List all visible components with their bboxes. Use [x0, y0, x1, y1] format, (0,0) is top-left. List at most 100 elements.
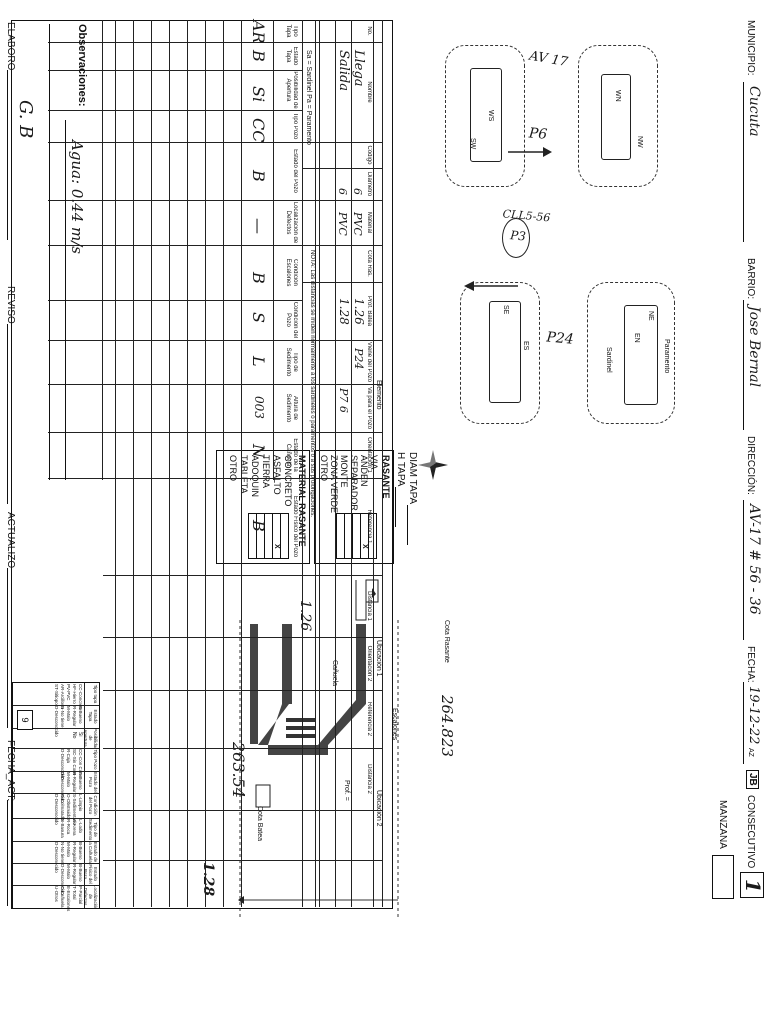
val-tipo-sed: L — [249, 356, 268, 367]
right-wall-slope — [258, 700, 292, 745]
step-1 — [286, 718, 316, 722]
arrow-head-left — [543, 147, 552, 157]
col-no: No. — [366, 26, 372, 36]
legend-c3: Si No — [71, 732, 83, 739]
reviso-label: REVISO — [5, 286, 16, 324]
legend-h1: Estado Tapa — [88, 709, 98, 724]
row2-nombre: Salida — [336, 50, 351, 92]
diam-tapa-label: DIAM TAPA — [407, 452, 418, 505]
consecutivo-prefix: JB — [746, 770, 759, 789]
legend-h6: Tipo de Sedimento — [88, 818, 98, 841]
fecha-act-field[interactable] — [7, 800, 20, 906]
val-estado-fisico: B — [249, 520, 268, 532]
diam-tapa-field[interactable] — [407, 505, 420, 545]
ubicacion2-title: Ubicación 2 — [375, 790, 382, 827]
row1-material: PVC — [351, 212, 364, 236]
legend-h9: Localización de Defectos — [83, 885, 98, 908]
legend-c5: B-Bueno R-Regular M-Malo D-Desconocido — [60, 772, 83, 803]
val-estado-tapa: B — [249, 50, 268, 62]
row1-nombre: Llega — [351, 50, 366, 87]
table-row[interactable]: Llega 6 PVC 1.26 P24 — [351, 42, 366, 882]
elaboro-field[interactable]: G. B — [7, 70, 36, 240]
legend-c2: B-Bueno R-Regular M-Malo N-No tiene D-De… — [54, 706, 83, 737]
col-escalones: Condición Escalones — [285, 258, 298, 287]
legend-h8: Estado Físico del Pozo — [83, 864, 98, 884]
col-defectos: Localización de Defectos — [285, 201, 298, 244]
col-cota-ras: Cota Ras. — [366, 250, 372, 277]
arrow-head-right — [464, 281, 474, 291]
actualizo-label: ACTUALIZO — [5, 512, 16, 569]
outlet-pipe — [255, 784, 271, 808]
h-tapa-field[interactable] — [395, 487, 408, 527]
val-apertura: Si — [249, 86, 268, 103]
inlet-pipe — [365, 579, 379, 603]
col-orient2: Orientación 2 — [366, 645, 372, 682]
legend-h0: Tipo tapa — [93, 684, 98, 704]
table-row[interactable]: Salida 6 PVC 1.28 P7 6 — [336, 42, 351, 882]
col-orient1: Orientación 1 — [366, 437, 372, 473]
consecutivo-box[interactable]: 1 — [740, 872, 765, 898]
observaciones-line-2[interactable] — [49, 24, 60, 480]
val-canuela: N — [249, 444, 268, 458]
col-estado-fisico: Estado Físico del Pozo — [292, 495, 298, 558]
fecha-suffix: AZ — [747, 748, 754, 757]
col-ref2: Referencia 2 — [366, 701, 372, 737]
col-altura-sed: Altura de Sedimento — [285, 393, 298, 423]
legend-c9: B-Bueno R-Regular M-Malo D-Desconocido — [60, 864, 83, 895]
manhole-profile — [238, 579, 399, 920]
val-estado-pozo: B — [249, 170, 268, 182]
fecha-label: FECHA: — [745, 646, 756, 683]
col-estado-tapa: Estado Tapa — [285, 46, 298, 66]
col-dist2: Distancia 2 — [366, 764, 372, 794]
row2-prof: 1.28 — [337, 298, 351, 325]
sardinel-paramento-label: Sa = Sardinel Pa = Paramento — [305, 50, 312, 145]
legend-c10: P-Parcial T-Total E-Escalones C-Cañuela … — [54, 886, 83, 912]
col-codigo: Código — [366, 145, 372, 165]
val-defectos: — — [249, 218, 268, 234]
cota-rasante-value: 264.823 — [438, 695, 456, 758]
consecutivo-value: 1 — [741, 879, 765, 893]
col-dist1: Distancia 1 — [366, 591, 372, 621]
col-diametro: Diámetro — [366, 171, 372, 197]
left-wall-top — [356, 624, 366, 704]
col-estado-pozo: Estado del Pozo — [292, 149, 298, 193]
col-tipo-pozo: Tipo Pozo — [292, 112, 298, 140]
fecha-field[interactable]: 19-12-22 AZ — [743, 682, 761, 764]
legend-h2: Posibilidad de Apertura — [83, 728, 98, 748]
val-altura-sed: 003 — [252, 396, 266, 419]
col-viene: Viene del Pozo — [366, 341, 372, 383]
h-tapa-label: H TAPA — [395, 452, 406, 487]
val-tipo-tapa: AR — [249, 20, 268, 44]
fecha-act-label: FECHA_ACT: — [5, 740, 16, 802]
row2-va: P7 6 — [337, 388, 350, 413]
lower-wall — [250, 624, 258, 744]
legend-h4: Estado del Pozo — [88, 771, 98, 793]
elaboro-value: G. B — [15, 100, 36, 139]
row1-prof: 1.26 — [352, 298, 366, 325]
val-tipo-pozo: CC — [249, 118, 268, 143]
left-wall-slope — [318, 700, 366, 745]
observaciones-label: Observaciones: — [76, 24, 88, 107]
ubicacion1-title: Ubicación 1 — [375, 640, 382, 677]
col-nombre: Nombre — [366, 81, 372, 103]
legend-c1: CC-Concreto HF-Hierro PV-PVC AR-Arcillos… — [54, 684, 83, 711]
direccion-field[interactable]: AV-17 # 56 - 36 — [743, 500, 762, 640]
step-2 — [286, 726, 316, 730]
legend-c6: L-Limpio S-Sedimentado O-Obstruido R-Col… — [54, 794, 83, 826]
actualizo-field[interactable] — [7, 568, 20, 728]
col-va: Va para el Pozo — [366, 386, 372, 430]
reviso-field[interactable] — [7, 324, 20, 504]
row1-viene: P24 — [352, 348, 365, 370]
manzana-field[interactable] — [712, 855, 734, 899]
col-condicion: Condición del Pozo — [285, 301, 298, 339]
col-apertura: Posibilidad de Apertura — [285, 71, 298, 109]
col-canuela: Estado de la Cañuela — [285, 438, 298, 472]
observaciones-field[interactable]: Agua: 0.44 m/s — [65, 120, 86, 480]
col-prof-batea: Prof. Batea — [366, 295, 372, 327]
left-wall-vertical — [268, 745, 328, 755]
observaciones-text: Agua: 0.44 m/s — [68, 140, 86, 255]
consecutivo-label: CONSECUTIVO — [745, 795, 756, 869]
val-condicion: S — [249, 312, 268, 323]
table-row[interactable]: AR B Si CC B — B S L 003 N B — [244, 20, 272, 580]
step-3 — [286, 734, 316, 738]
